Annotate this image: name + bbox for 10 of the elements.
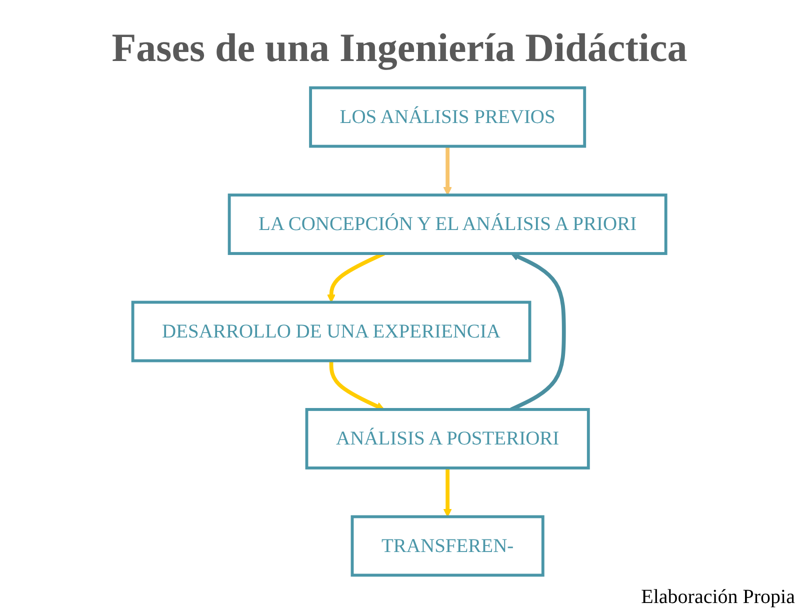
- node-box: DESARROLLO DE UNA EXPERIENCIA: [132, 300, 532, 362]
- node-box: LOS ANÁLISIS PREVIOS: [309, 86, 586, 148]
- node-box: LA CONCEPCIÓN Y EL ANÁLISIS A PRIORI: [228, 194, 668, 255]
- source-note: Elaboración Propia: [641, 586, 795, 609]
- diagram-title: Fases de una Ingeniería Didáctica: [110, 24, 688, 71]
- arrow: [330, 360, 385, 410]
- arrow: [443, 468, 452, 518]
- node-box: TRANSFEREN-: [350, 515, 545, 577]
- node-box: ANÁLISIS A POSTERIORI: [305, 408, 590, 470]
- arrow: [443, 146, 452, 196]
